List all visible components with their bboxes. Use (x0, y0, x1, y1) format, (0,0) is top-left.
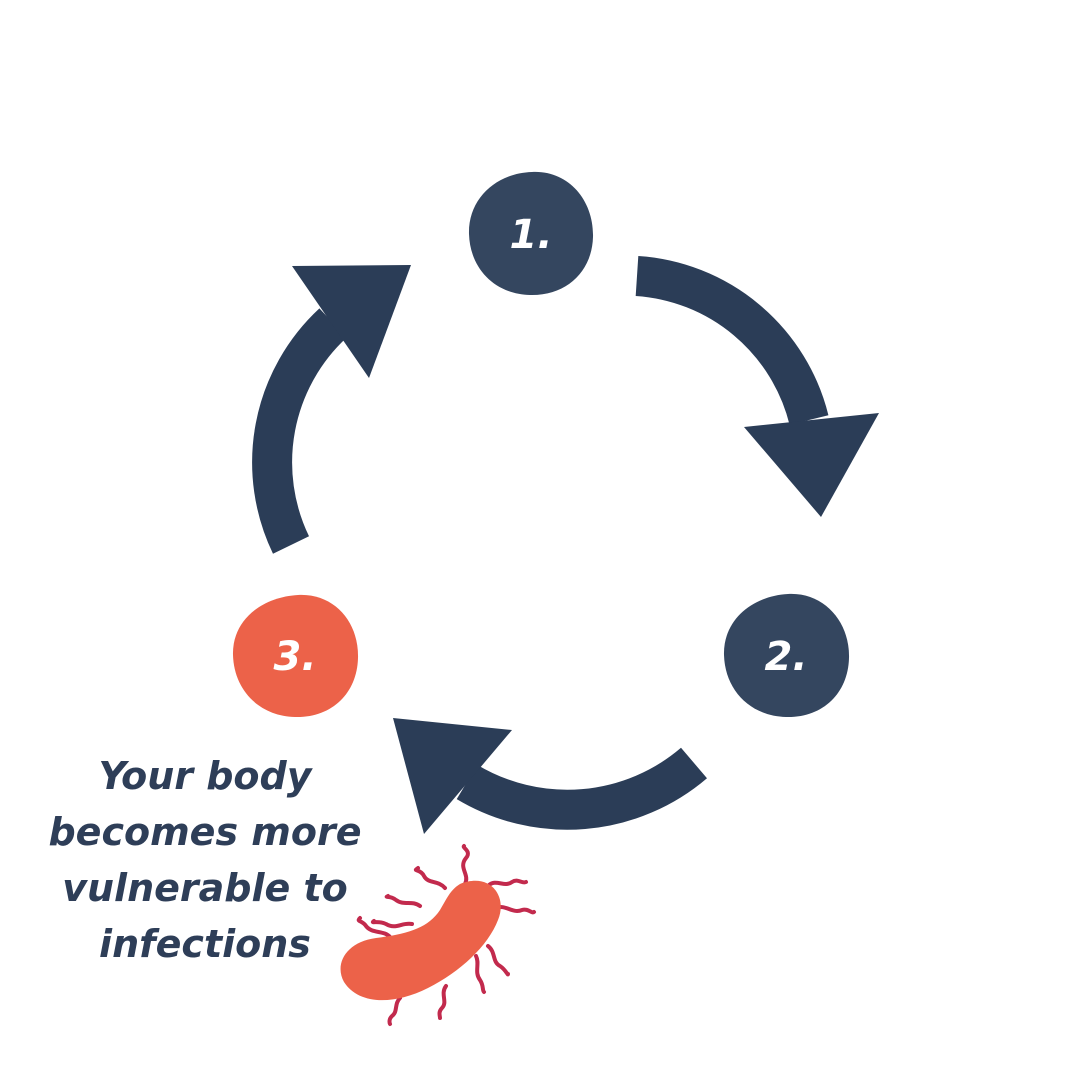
consequence-text: Your body becomes more vulnerable to inf… (48, 754, 362, 966)
step-3-label: 3. (273, 634, 316, 680)
arrow-2-to-3 (393, 718, 707, 834)
arrow-1-to-2 (635, 256, 879, 517)
step-1-node: 1. (468, 171, 594, 296)
step-3-node: 3. (232, 594, 359, 718)
bacteria-icon (340, 844, 536, 1026)
arrow-3-to-1 (252, 265, 411, 554)
step-2-label: 2. (764, 634, 807, 680)
step-2-node: 2. (723, 593, 850, 718)
step-1-label: 1. (509, 212, 552, 258)
